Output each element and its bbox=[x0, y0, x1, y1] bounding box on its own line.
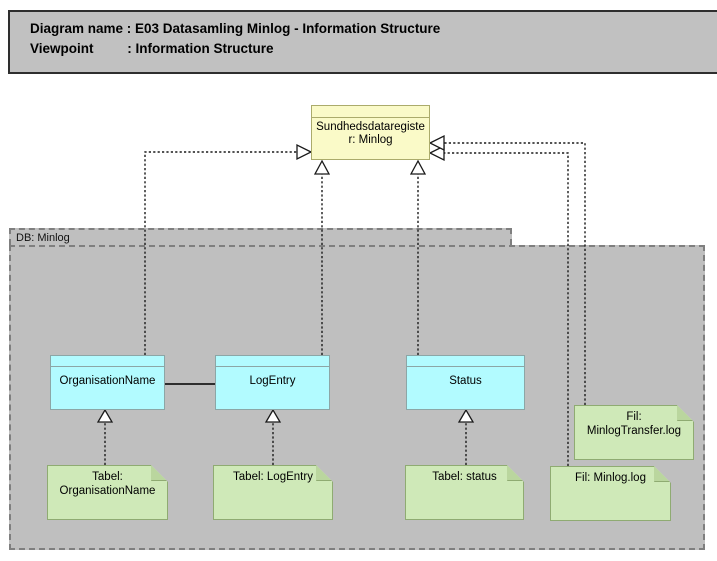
group-db-minlog-label: DB: Minlog bbox=[16, 232, 70, 244]
relation-tabel-organisationname-to-organisationname[interactable] bbox=[96, 408, 114, 465]
diagram-title-block: Diagram name : E03 Datasamling Minlog - … bbox=[8, 10, 717, 74]
note-fil-minlogtransfer-log[interactable]: Fil: MinlogTransfer.log bbox=[574, 405, 694, 460]
relation-logentry-to-register[interactable] bbox=[313, 159, 331, 355]
node-status-header-strip bbox=[407, 356, 524, 367]
note-fil-minlog-log-line1: Fil: Minlog.log bbox=[575, 472, 646, 484]
node-organisationname-header-strip bbox=[51, 356, 164, 367]
node-sundhedsdataregister-minlog[interactable]: Sundhedsdataregiste r: Minlog bbox=[311, 105, 430, 160]
node-organisationname-label: OrganisationName bbox=[59, 375, 156, 387]
relation-organisationname-to-register[interactable] bbox=[144, 143, 313, 355]
note-fil-minlog-log[interactable]: Fil: Minlog.log bbox=[550, 466, 671, 521]
node-logentry[interactable]: LogEntry bbox=[215, 355, 330, 410]
relation-fil-minlogtransfer-to-register[interactable] bbox=[428, 134, 586, 405]
node-logentry-header-strip bbox=[216, 356, 329, 367]
node-sundhedsdataregister-label-line2: r: Minlog bbox=[348, 134, 393, 146]
node-organisationname[interactable]: OrganisationName bbox=[50, 355, 165, 410]
viewpoint-line: Viewpoint : Information Structure bbox=[30, 41, 274, 56]
note-tabel-status[interactable]: Tabel: status bbox=[405, 465, 524, 520]
relation-fil-minlog-to-register[interactable] bbox=[428, 144, 569, 466]
node-logentry-label: LogEntry bbox=[249, 375, 296, 387]
node-sundhedsdataregister-label-line1: Sundhedsdataregiste bbox=[316, 121, 425, 133]
relation-tabel-status-to-status[interactable] bbox=[457, 408, 475, 465]
note-tabel-organisationname[interactable]: Tabel: OrganisationName bbox=[47, 465, 168, 520]
node-sundhedsdataregister-header-strip bbox=[312, 106, 429, 118]
node-status[interactable]: Status bbox=[406, 355, 525, 410]
note-tabel-organisationname-line2: OrganisationName bbox=[59, 485, 156, 497]
relation-status-to-register[interactable] bbox=[409, 159, 427, 355]
group-db-minlog-tab[interactable]: DB: Minlog bbox=[9, 228, 512, 245]
note-tabel-status-line1: Tabel: status bbox=[432, 471, 497, 483]
note-fil-minlogtransfer-log-line1: Fil: bbox=[626, 411, 642, 423]
note-tabel-logentry-line1: Tabel: LogEntry bbox=[233, 471, 313, 483]
node-status-label: Status bbox=[449, 375, 482, 387]
note-tabel-logentry[interactable]: Tabel: LogEntry bbox=[213, 465, 333, 520]
note-tabel-organisationname-line1: Tabel: bbox=[92, 471, 123, 483]
diagram-name-line: Diagram name : E03 Datasamling Minlog - … bbox=[30, 21, 441, 36]
note-fil-minlogtransfer-log-line2: MinlogTransfer.log bbox=[586, 425, 682, 437]
relation-tabel-logentry-to-logentry[interactable] bbox=[264, 408, 282, 465]
